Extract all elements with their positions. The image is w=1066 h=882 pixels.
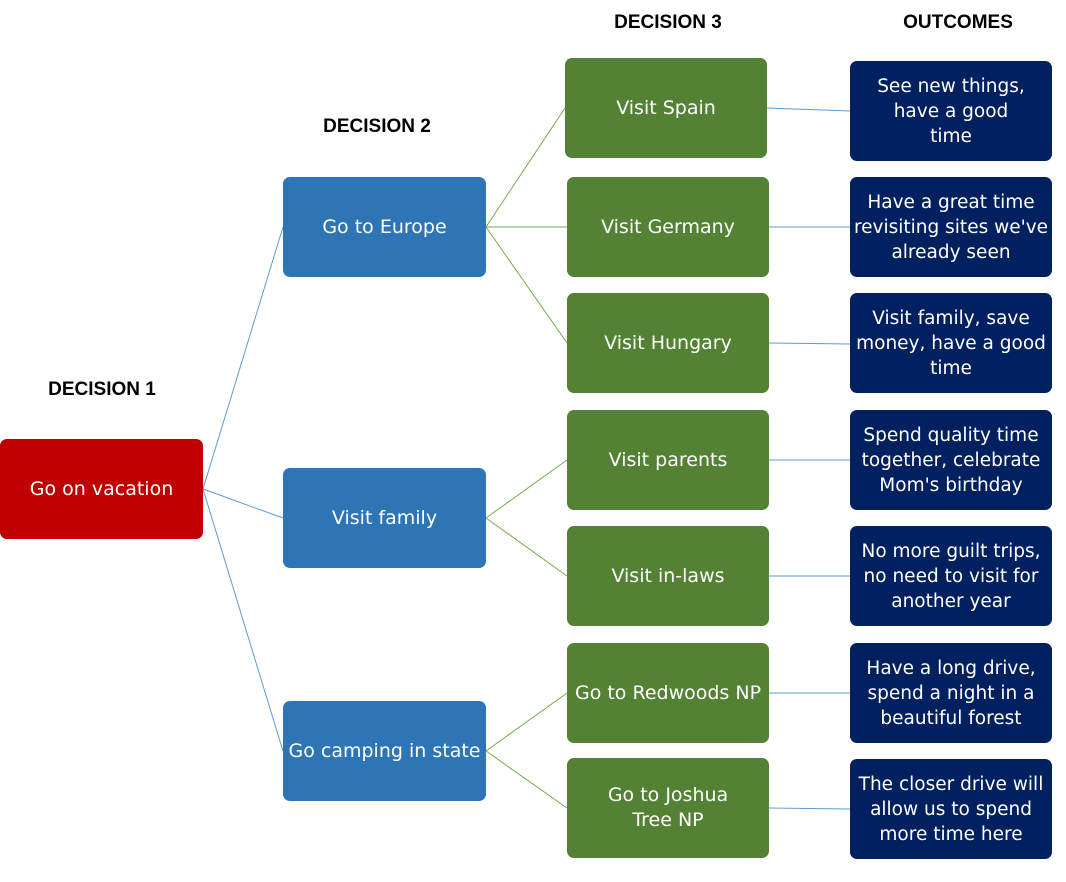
node-label: Visit in-laws	[611, 564, 725, 587]
node-go-camping-in-state: Go camping in state	[283, 701, 486, 801]
connector-family-parents	[485, 459, 568, 519]
connector-root-camping	[202, 488, 284, 752]
node-visit-hungary: Visit Hungary	[567, 293, 769, 393]
node-visit-germany: Visit Germany	[567, 177, 769, 277]
heading-decision-1: DECISION 1	[48, 379, 156, 400]
node-visit-spain: Visit Spain	[565, 58, 767, 158]
outcome-label: Spend quality time together, celebrate M…	[861, 424, 1041, 496]
node-label: Go to Redwoods NP	[574, 681, 762, 704]
node-go-to-redwoods-np: Go to Redwoods NP	[567, 643, 769, 743]
node-label: Visit Spain	[616, 96, 716, 119]
node-visit-parents: Visit parents	[567, 410, 769, 510]
connector-root-europe	[202, 226, 284, 490]
connector-camping-joshua	[485, 750, 568, 809]
connector-europe-spain	[485, 107, 566, 228]
connector-root-family	[202, 488, 284, 519]
node-go-on-vacation: Go on vacation	[0, 439, 203, 539]
connector-europe-hungary	[485, 226, 568, 344]
node-visit-family: Visit family	[283, 468, 486, 568]
outcome-spain: See new things, have a good time	[850, 61, 1052, 161]
connector-camping-redwoods	[485, 692, 568, 752]
node-label: Go to Europe	[322, 215, 447, 238]
heading-outcomes: OUTCOMES	[903, 12, 1013, 33]
node-label: Go on vacation	[29, 477, 174, 500]
outcome-label: Have a long drive, spend a night in a be…	[866, 657, 1036, 729]
outcome-hungary: Visit family, save money, have a good ti…	[850, 293, 1052, 393]
heading-decision-3: DECISION 3	[614, 12, 722, 33]
outcome-joshua-tree: The closer drive will allow us to spend …	[850, 759, 1052, 859]
outcome-in-laws: No more guilt trips, no need to visit fo…	[850, 526, 1052, 626]
connector-hungary-outcome	[768, 342, 851, 345]
node-go-to-joshua-tree-np: Go to Joshua Tree NP	[567, 758, 769, 858]
outcome-parents: Spend quality time together, celebrate M…	[850, 410, 1052, 510]
outcome-label: No more guilt trips, no need to visit fo…	[861, 540, 1041, 612]
connector-family-inlaws	[485, 517, 568, 577]
connector-spain-outcome	[766, 107, 851, 112]
node-label: Visit family	[331, 506, 438, 529]
node-label: Visit parents	[608, 448, 728, 471]
node-visit-in-laws: Visit in-laws	[567, 526, 769, 626]
node-label: Go camping in state	[288, 739, 481, 762]
node-go-to-europe: Go to Europe	[283, 177, 486, 277]
node-label: Visit Germany	[601, 215, 735, 238]
outcome-germany: Have a great time revisiting sites we've…	[850, 177, 1052, 277]
outcome-label: See new things, have a good time	[877, 75, 1025, 147]
outcome-redwoods: Have a long drive, spend a night in a be…	[850, 643, 1052, 743]
outcome-label: Have a great time revisiting sites we've…	[853, 191, 1049, 263]
outcome-label: The closer drive will allow us to spend …	[858, 773, 1044, 845]
node-label: Go to Joshua Tree NP	[607, 784, 729, 831]
outcome-label: Visit family, save money, have a good ti…	[856, 307, 1046, 379]
connector-joshua-outcome	[768, 807, 851, 810]
heading-decision-2: DECISION 2	[323, 116, 431, 137]
node-label: Visit Hungary	[604, 331, 732, 354]
